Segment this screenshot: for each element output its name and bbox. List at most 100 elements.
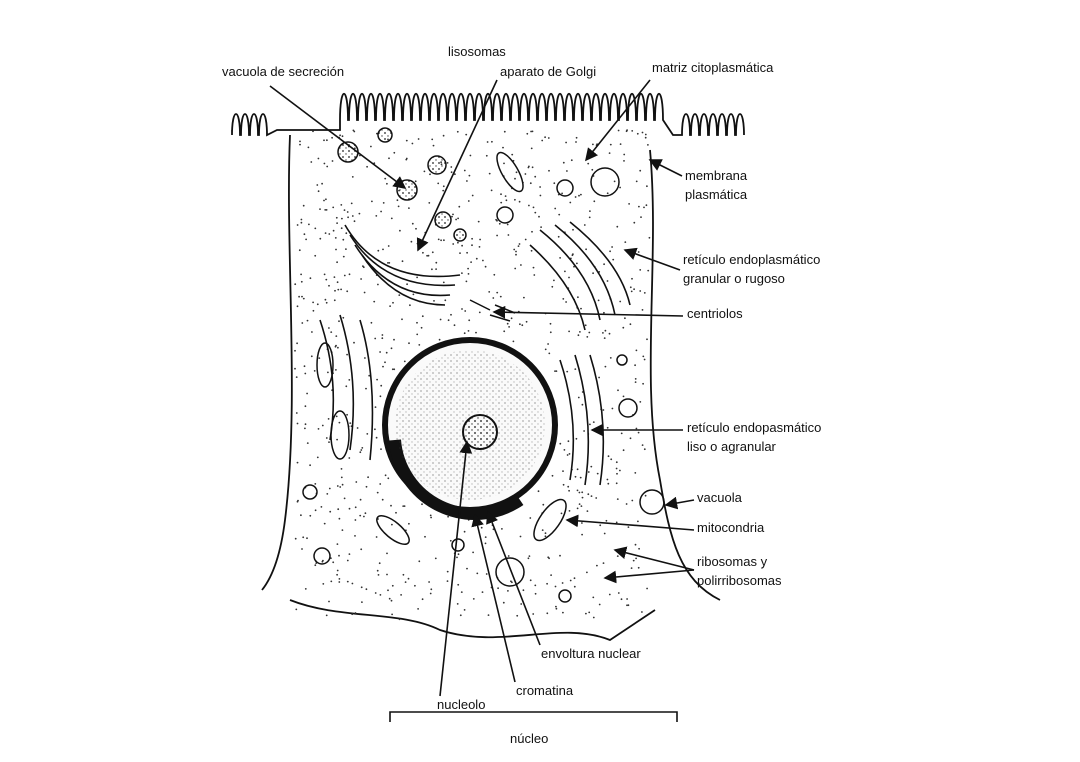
ribosome-dot bbox=[570, 159, 573, 162]
ribosome-dot bbox=[296, 500, 299, 503]
ribosome-dot bbox=[465, 280, 468, 283]
ribosome-dot bbox=[339, 134, 341, 137]
ribosome-dot bbox=[435, 261, 438, 264]
ribosome-dot bbox=[562, 470, 564, 472]
nucleolus bbox=[462, 414, 498, 450]
ribosome-dot bbox=[332, 229, 335, 232]
ribosome-dot bbox=[557, 235, 560, 238]
ribosome-dot bbox=[529, 579, 532, 582]
ribosome-dot bbox=[577, 296, 579, 299]
ribosome-dot bbox=[458, 205, 461, 208]
ribosome-dot bbox=[641, 131, 644, 134]
ribosome-dot bbox=[410, 240, 413, 243]
ribosome-dot bbox=[606, 478, 609, 481]
ribosome-dot bbox=[391, 613, 393, 616]
ribosome-dot bbox=[294, 283, 297, 286]
ribosome-dot bbox=[360, 548, 363, 551]
ribosome-dot bbox=[325, 437, 328, 439]
ribosome-dot bbox=[512, 340, 515, 343]
ribosome-dot bbox=[384, 177, 387, 180]
ribosome-dot bbox=[429, 592, 432, 595]
ribosome-dot bbox=[579, 476, 582, 479]
ribosome-dot bbox=[337, 508, 340, 511]
ribosome-dot bbox=[568, 453, 571, 455]
ribosome-dot bbox=[375, 436, 378, 439]
ribosome-dot bbox=[319, 208, 321, 211]
ribosome-dot bbox=[380, 210, 382, 213]
ribosome-dot bbox=[542, 503, 545, 506]
ribosome-dot bbox=[446, 162, 449, 164]
ribosome-dot bbox=[325, 301, 328, 304]
ribosome-dot bbox=[307, 146, 310, 149]
ribosome-dot bbox=[502, 601, 505, 604]
ribosome-dot bbox=[340, 468, 343, 470]
ribosome-dot bbox=[555, 370, 558, 372]
ribosome-dot bbox=[639, 290, 642, 292]
ribosome-dot bbox=[463, 332, 466, 335]
ribosome-dot bbox=[416, 321, 418, 324]
ribosome-dot bbox=[379, 395, 382, 398]
ribosome-dot bbox=[314, 483, 317, 485]
ribosome-dot bbox=[328, 600, 330, 603]
ribosome-dot bbox=[627, 526, 630, 528]
ribosome-dot bbox=[461, 308, 463, 310]
ribosome-dot bbox=[581, 533, 583, 536]
ribosome-dot bbox=[605, 519, 608, 522]
ribosome-dot bbox=[403, 505, 406, 507]
ribosome-dot bbox=[583, 430, 585, 432]
ribosome-dot bbox=[480, 526, 483, 529]
ribosome-dot bbox=[294, 537, 297, 540]
ribosome-dot bbox=[562, 611, 564, 614]
ribosome-dot bbox=[345, 248, 347, 251]
ribosome-dot bbox=[487, 614, 490, 616]
ribosome-dot bbox=[554, 207, 557, 210]
ribosome-dot bbox=[446, 580, 449, 582]
ribosome-dot bbox=[461, 272, 463, 274]
ribosome-dot bbox=[314, 254, 317, 257]
ribosome-dot bbox=[325, 278, 328, 281]
label-lisosomas: lisosomas bbox=[448, 44, 506, 59]
ribosome-dot bbox=[492, 297, 495, 299]
ribosome-dot bbox=[617, 389, 619, 392]
ribosome-dot bbox=[551, 474, 554, 477]
ribosome-dot bbox=[334, 237, 337, 239]
ribosome-dot bbox=[597, 299, 600, 302]
ribosome-dot bbox=[376, 491, 379, 494]
ribosome-dot bbox=[580, 193, 582, 196]
ribosome-dot bbox=[586, 571, 588, 574]
ribosome-dot bbox=[534, 175, 537, 178]
ribosome-dot bbox=[316, 184, 319, 186]
ribosome-dot bbox=[309, 514, 312, 517]
ribosome-dot bbox=[468, 174, 471, 177]
ribosome-dot bbox=[626, 598, 628, 600]
ribosome-dot bbox=[349, 422, 352, 424]
ribosome-dot bbox=[371, 200, 373, 203]
ribosome-dot bbox=[503, 330, 506, 333]
ribosome-dot bbox=[304, 423, 307, 426]
label-ribosomas-2: polirribosomas bbox=[697, 573, 782, 588]
ribosome-dot bbox=[434, 557, 437, 560]
ribosome-dot bbox=[375, 215, 378, 217]
ribosome-dot bbox=[338, 320, 340, 323]
ribosome-dot bbox=[416, 276, 418, 279]
ribosome-dot bbox=[382, 248, 384, 251]
ribosome-dot bbox=[386, 552, 388, 555]
ribosome-dot bbox=[572, 228, 574, 231]
ribosome-dot bbox=[336, 573, 338, 576]
ribosome-dot bbox=[312, 130, 314, 133]
ribosome-dot bbox=[353, 341, 355, 344]
ribosome-dot bbox=[647, 269, 650, 272]
ribosome-dot bbox=[303, 365, 306, 368]
nucleus-bracket bbox=[389, 711, 678, 722]
ribosome-dot bbox=[648, 236, 651, 239]
ribosome-dot bbox=[398, 294, 401, 296]
ribosome-dot bbox=[475, 257, 478, 260]
ribosome-dot bbox=[603, 311, 605, 314]
ribosome-dot bbox=[500, 193, 502, 196]
ribosome-dot bbox=[335, 335, 338, 337]
ribosome-dot bbox=[379, 594, 382, 596]
ribosome-dot bbox=[364, 512, 367, 515]
ribosome-dot bbox=[317, 428, 320, 430]
ribosome-dot bbox=[631, 130, 634, 132]
ribosome-dot bbox=[300, 280, 303, 283]
